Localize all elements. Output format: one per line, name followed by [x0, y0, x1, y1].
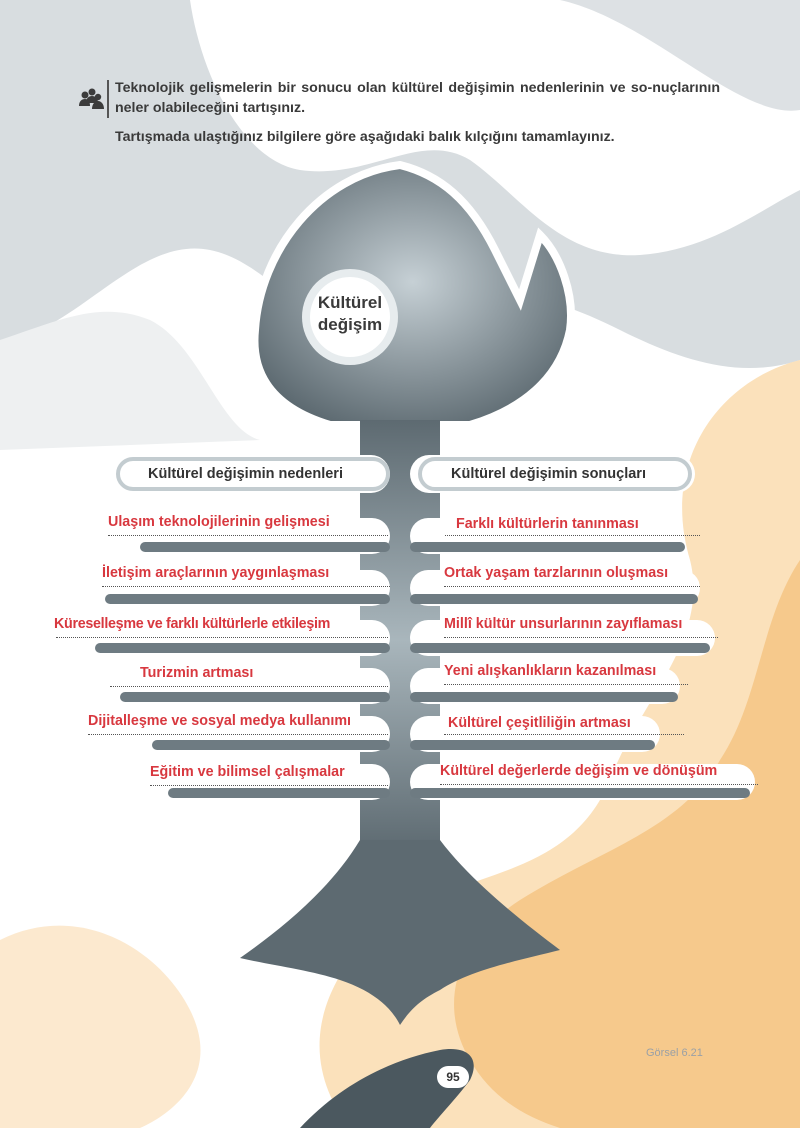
effects-label: Kültürel değişimin sonuçları [451, 466, 646, 482]
answer-line [88, 734, 388, 735]
answer-line [444, 734, 684, 735]
cause-item-5: Dijitalleşme ve sosyal medya kullanımı [88, 713, 352, 729]
answer-line [444, 684, 688, 685]
page-number: 95 [437, 1066, 469, 1088]
effect-item-6: Kültürel değerlerde değişim ve dönüşüm [440, 763, 718, 779]
answer-line [444, 637, 718, 638]
cause-item-2: İletişim araçlarının yaygınlaşması [102, 565, 330, 581]
answer-line [440, 784, 758, 785]
effect-item-5: Kültürel çeşitliliğin artması [448, 715, 631, 731]
answer-line [102, 586, 390, 587]
answer-line [56, 637, 388, 638]
gray-bars-left [95, 542, 390, 798]
fish-head-title: Kültürel değişim [300, 292, 400, 336]
answer-line [445, 535, 700, 536]
peach-blob-right-dark [454, 560, 800, 1128]
title-line-1: Kültürel [317, 293, 383, 312]
answer-line [110, 686, 388, 687]
causes-pill [116, 457, 390, 491]
cause-item-3: Küreselleşme ve farklı kültürlerle etkil… [54, 616, 331, 632]
causes-label: Kültürel değişimin nedenleri [148, 466, 343, 482]
answer-line [108, 535, 388, 536]
light-wave [0, 311, 260, 450]
effect-item-1: Farklı kültürlerin tanınması [456, 516, 639, 532]
group-icon [79, 88, 104, 109]
effect-item-2: Ortak yaşam tarzlarının oluşması [444, 565, 669, 581]
gray-wave-top [0, 0, 800, 111]
title-circle-inner [310, 277, 390, 357]
effects-pill [418, 457, 692, 491]
answer-line [150, 785, 388, 786]
cause-item-6: Eğitim ve bilimsel çalışmalar [150, 764, 345, 780]
instruction-line-2: Tartışmada ulaştığınız bilgilere göre aş… [115, 129, 615, 145]
gray-bars-right [410, 542, 750, 798]
dark-swoosh [300, 1049, 474, 1128]
effect-item-3: Millî kültür unsurlarının zayıflaması [444, 616, 683, 632]
title-line-2: değişim [317, 315, 383, 334]
cause-item-4: Turizmin artması [140, 665, 254, 681]
instruction-divider [107, 80, 109, 118]
answer-line [444, 586, 700, 587]
effect-item-4: Yeni alışkanlıkların kazanılması [444, 663, 657, 679]
instruction-line-1: Teknolojik gelişmelerin bir sonucu olan … [115, 80, 720, 116]
cause-item-1: Ulaşım teknolojilerinin gelişmesi [108, 514, 330, 530]
peach-blob-left [0, 925, 201, 1128]
instructions: Teknolojik gelişmelerin bir sonucu olan … [115, 78, 720, 147]
fish-tail [240, 840, 560, 1025]
figure-caption: Görsel 6.21 [646, 1047, 703, 1059]
